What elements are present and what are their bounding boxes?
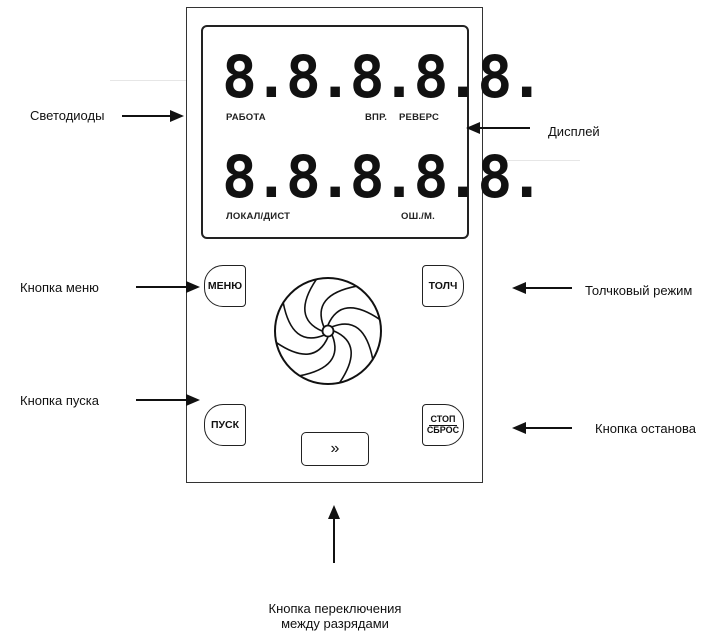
- indicator-forward: ВПР.: [365, 112, 388, 123]
- rotary-knob-icon[interactable]: [272, 275, 384, 387]
- label-start-button: Кнопка пуска: [20, 393, 99, 408]
- display-bottom-row: 8.8.8.8.8.: [222, 143, 544, 211]
- indicator-local-remote: ЛОКАЛ/ДИСТ: [226, 211, 291, 222]
- knob-blade: [320, 285, 357, 328]
- menu-button[interactable]: МЕНЮ: [204, 265, 246, 307]
- indicator-run: РАБОТА: [226, 112, 266, 123]
- arrow-icon: [466, 122, 530, 134]
- arrow-icon: [136, 394, 200, 406]
- scan-line: [470, 160, 580, 161]
- arrow-icon: [512, 422, 572, 434]
- knob-blade: [282, 302, 325, 339]
- arrow-icon: [328, 505, 340, 563]
- arrow-icon: [122, 110, 184, 122]
- label-leds: Светодиоды: [30, 108, 105, 123]
- stop-label: СТОП: [429, 413, 457, 426]
- indicator-error: ОШ./М.: [401, 211, 435, 222]
- indicator-reverse: РЕВЕРС: [399, 112, 440, 123]
- label-shift-line1: Кнопка переключения: [268, 601, 402, 616]
- label-jog-mode: Толчковый режим: [585, 283, 693, 298]
- stop-reset-button[interactable]: СТОП СБРОС: [422, 404, 464, 446]
- reset-label: СБРОС: [426, 424, 460, 435]
- knob-blade: [299, 334, 336, 377]
- knob-blade: [327, 307, 381, 326]
- display-top-row: 8.8.8.8.8.: [222, 43, 544, 111]
- run-button[interactable]: ПУСК: [204, 404, 246, 446]
- arrow-icon: [136, 281, 200, 293]
- knob-blade: [333, 330, 352, 384]
- label-display: Дисплей: [548, 124, 600, 139]
- label-shift-button: Кнопка переключения между разрядами: [230, 601, 440, 631]
- display-window: [201, 25, 469, 239]
- label-stop-button: Кнопка останова: [595, 421, 697, 436]
- scan-line: [110, 80, 190, 81]
- knob-blade: [275, 336, 329, 355]
- label-shift-line2: между разрядами: [281, 616, 389, 631]
- shift-digit-button[interactable]: »: [301, 432, 369, 466]
- jog-button[interactable]: ТОЛЧ: [422, 265, 464, 307]
- knob-blade: [304, 278, 323, 332]
- arrow-icon: [512, 282, 572, 294]
- label-menu-button: Кнопка меню: [20, 280, 99, 295]
- stop-reset-label: СТОП СБРОС: [426, 413, 460, 436]
- knob-blade: [331, 323, 374, 360]
